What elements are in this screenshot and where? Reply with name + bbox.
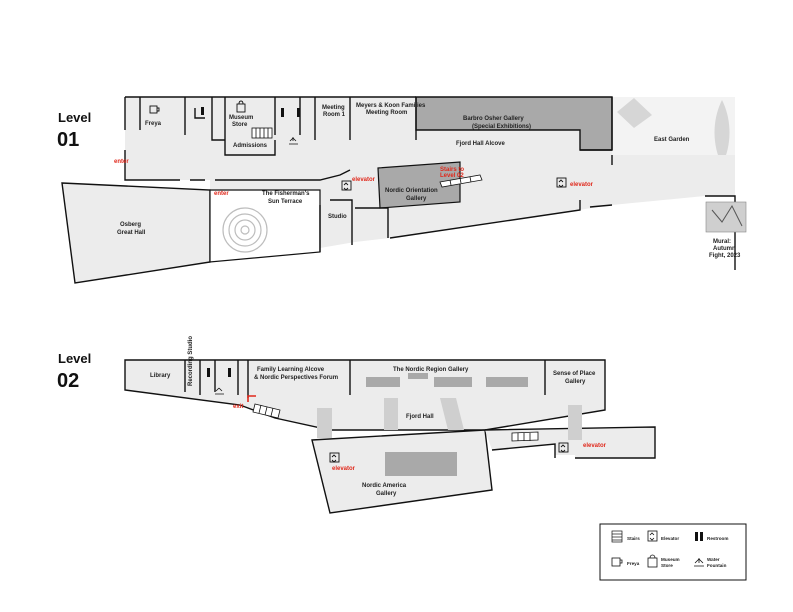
freya-cafe-icon (149, 105, 160, 114)
nordic-region-exhibit-2 (408, 373, 428, 379)
legend-elevator-label: Elevator (661, 536, 679, 541)
nordic-america-label-2: Gallery (376, 491, 397, 497)
barbro-osher-label: Barbro Osher Gallery (463, 116, 524, 122)
family-learning-label-2: & Nordic Perspectives Forum (254, 375, 338, 381)
elevator-icon (329, 442, 569, 463)
map-legend: Stairs Elevator Restroom Freya Museum St… (599, 523, 747, 581)
museum-store-label: Museum (229, 115, 253, 121)
bridge-1 (317, 408, 332, 438)
mural-label: Mural: (713, 239, 731, 245)
nordic-orientation-label-2: Gallery (406, 196, 427, 202)
legend-water-fountain-icon (694, 558, 704, 567)
stairs-icon (252, 403, 539, 442)
legend-freya-icon (611, 557, 623, 567)
elevator-marker-1: elevator (332, 466, 356, 472)
fjord-hall-alcove-label: Fjord Hall Alcove (456, 141, 505, 147)
bridge-3 (440, 398, 464, 430)
museum-store-icon (236, 100, 246, 113)
elevator-marker-2: elevator (570, 182, 594, 188)
level-02-plan: Library Recording Studio Family Learning… (124, 336, 656, 514)
east-garden-label: East Garden (654, 137, 690, 143)
nordic-region-exhibit-1 (366, 377, 400, 387)
legend-restroom-icon (695, 532, 703, 541)
meyers-koon-label: Meyers & Koon Families (356, 103, 426, 109)
meeting-room-1-label: Meeting (322, 105, 345, 111)
garden-feature-leaf (714, 100, 730, 165)
restroom-icon (207, 368, 231, 377)
exit-marker: exit (233, 404, 243, 410)
fishermans-terrace-label: The Fisherman's (262, 191, 310, 197)
stairs-to-level-02-label-2: Level 02 (440, 173, 464, 179)
legend-museum-store-label-2: Store (661, 563, 673, 568)
mural-label-3: Fight, 2023 (709, 253, 741, 259)
fjord-hall-label: Fjord Hall (406, 414, 434, 420)
labyrinth-icon (222, 207, 268, 253)
elevator-marker-2: elevator (583, 443, 607, 449)
mural-label-2: Autumn (713, 246, 736, 252)
meyers-koon-label-2: Meeting Room (366, 110, 407, 116)
level-01-plan: Freya Museum Store Admissions Meeting Ro… (61, 96, 747, 284)
recording-studio-label: Recording Studio (188, 336, 194, 386)
level-02-main-floor (124, 359, 606, 431)
family-learning-label: Family Learning Alcove (257, 367, 325, 373)
garden-feature-diamond (617, 98, 652, 128)
osberg-great-hall-label: Osberg (120, 222, 141, 228)
level-02-number: 02 (57, 370, 79, 392)
bridge-4 (568, 405, 582, 440)
studio-label: Studio (328, 214, 347, 220)
nordic-orientation-label: Nordic Orientation (385, 188, 438, 194)
elevator-icon (341, 177, 567, 191)
enter-marker-terrace: enter (214, 191, 229, 197)
exit-arrow (247, 395, 256, 402)
mural-detail (711, 204, 743, 227)
admissions-label: Admissions (233, 143, 268, 149)
barbro-osher-label-2: (Special Exhibitions) (472, 124, 531, 130)
legend-stairs-icon (611, 530, 623, 543)
elevator-marker-1: elevator (352, 177, 376, 183)
legend-stairs-label: Stairs (627, 536, 640, 541)
nordic-america-label: Nordic America (362, 483, 407, 489)
freya-label: Freya (145, 121, 162, 127)
legend-restroom-label: Restroom (707, 536, 728, 541)
fishermans-terrace-label-2: Sun Terrace (268, 199, 303, 205)
library-label: Library (150, 373, 171, 379)
legend-freya-label: Freya (627, 561, 640, 566)
sun-terrace-area (209, 189, 321, 263)
legend-elevator-icon (647, 530, 658, 542)
osberg-great-hall-label-2: Great Hall (117, 230, 146, 236)
legend-museum-store-label: Museum (661, 557, 680, 562)
nordic-region-label: The Nordic Region Gallery (393, 367, 469, 373)
sense-of-place-label: Sense of Place (553, 371, 596, 377)
water-fountain-icon (289, 137, 298, 145)
legend-box (599, 523, 747, 581)
nordic-america-exhibit (385, 452, 457, 476)
meeting-room-1-label-2: Room 1 (323, 112, 346, 118)
level-01-label: Level (58, 110, 91, 125)
stairs-icon (251, 127, 273, 139)
level-02-heading: Level 02 (57, 351, 91, 392)
water-fountain-icon (215, 387, 224, 395)
museum-store-label-2: Store (232, 122, 248, 128)
level-01-number: 01 (57, 129, 79, 151)
nordic-region-exhibit-3 (434, 377, 472, 387)
legend-water-fountain-label-2: Fountain (707, 563, 727, 568)
nordic-region-exhibit-4 (486, 377, 528, 387)
restroom-icon (201, 107, 300, 117)
stairs-to-level-02-icon (439, 174, 483, 188)
legend-museum-store-icon (647, 554, 658, 568)
level-02-label: Level (58, 351, 91, 366)
stairs-to-level-02-label: Stairs to (440, 167, 464, 173)
sense-of-place-label-2: Gallery (565, 379, 586, 385)
legend-water-fountain-label: Water (707, 557, 720, 562)
level-01-heading: Level 01 (57, 110, 91, 151)
nordic-orientation-gallery-area (377, 161, 461, 209)
mural-autumn-fight-image (705, 201, 747, 233)
enter-marker-west: enter (114, 159, 129, 165)
bridge-2 (384, 398, 398, 430)
